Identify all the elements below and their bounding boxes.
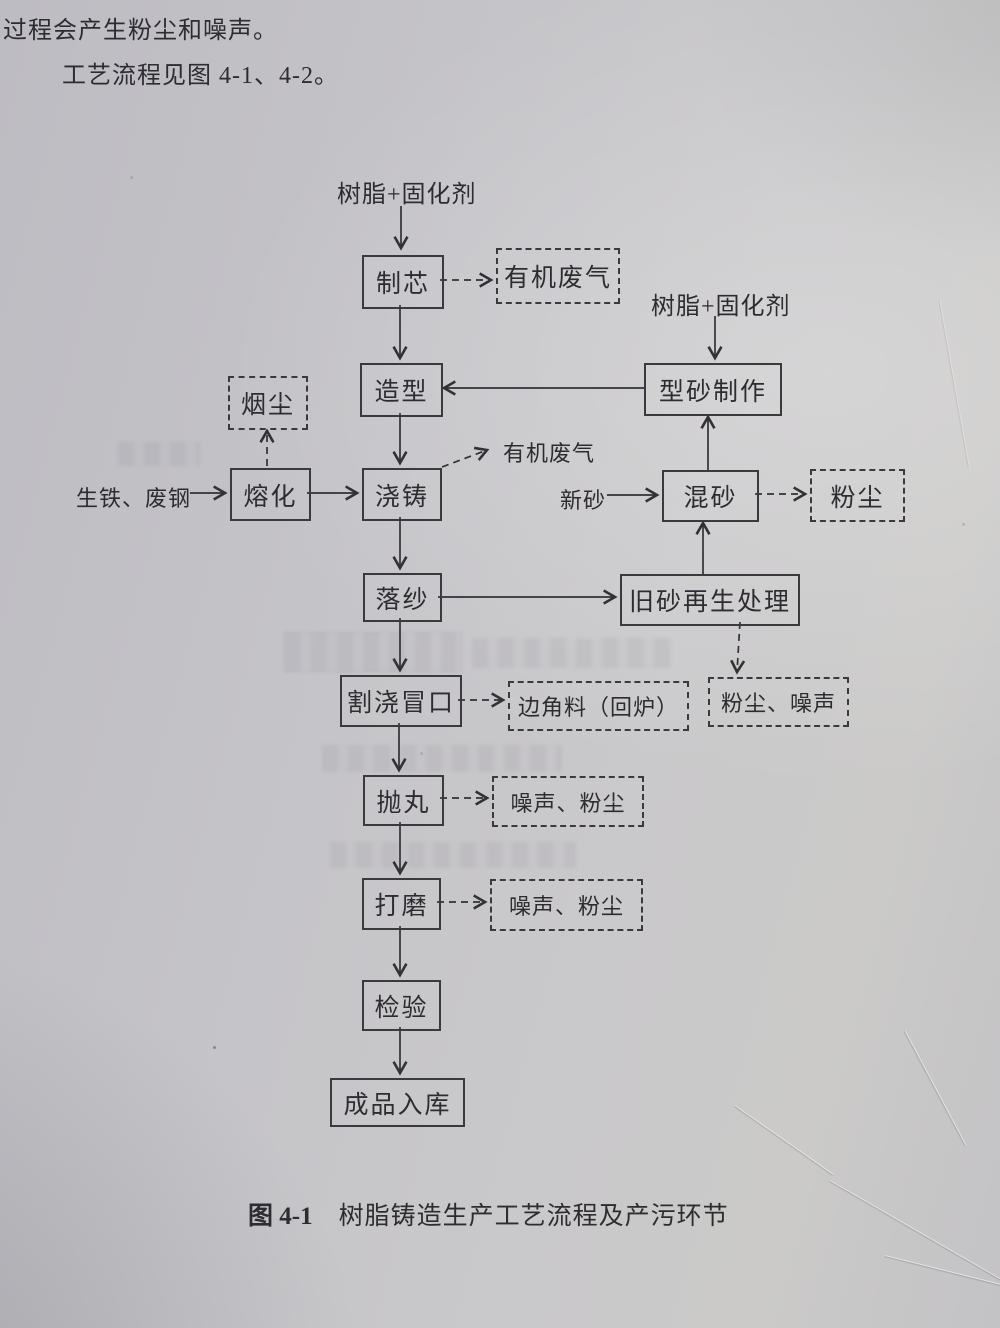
paper-speck xyxy=(962,523,965,526)
emission-noise-dust-shot: 噪声、粉尘 xyxy=(492,776,644,827)
label-new-sand: 新砂 xyxy=(559,488,606,513)
paragraph-line-2: 工艺流程见图 4-1、4-2。 xyxy=(62,63,339,89)
emission-dust-noise: 粉尘、噪声 xyxy=(708,677,849,727)
paper-crease xyxy=(884,1255,1000,1298)
figure-caption-title: 树脂铸造生产工艺流程及产污环节 xyxy=(338,1203,729,1230)
process-shakeout: 落纱 xyxy=(363,573,442,622)
page-bleed-through xyxy=(284,632,462,672)
process-gate-riser-cutting: 割浇冒口 xyxy=(340,675,462,727)
label-resin-hardener-top: 树脂+固化剂 xyxy=(337,182,477,208)
paper-speck xyxy=(213,1046,216,1049)
figure-caption-label: 图 4-1 xyxy=(248,1203,313,1230)
paragraph-line-1: 过程会产生粉尘和噪声。 xyxy=(3,18,278,44)
process-molding: 造型 xyxy=(360,363,443,417)
process-shot-blasting: 抛丸 xyxy=(363,775,444,826)
process-grinding: 打磨 xyxy=(362,878,441,930)
process-melting: 熔化 xyxy=(230,468,311,521)
process-old-sand-regeneration: 旧砂再生处理 xyxy=(620,574,800,626)
page-bleed-through xyxy=(322,745,562,772)
label-pig-iron-scrap-steel: 生铁、废钢 xyxy=(76,486,192,511)
paper-crease xyxy=(829,1180,1000,1321)
label-resin-hardener-right: 树脂+固化剂 xyxy=(651,294,791,320)
process-pouring: 浇铸 xyxy=(362,468,442,521)
emission-smoke-dust: 烟尘 xyxy=(228,376,308,430)
paper-crease xyxy=(904,1030,967,1146)
process-core-making: 制芯 xyxy=(362,255,444,309)
emission-organic-waste-gas: 有机废气 xyxy=(496,248,620,304)
label-organic-waste-gas: 有机废气 xyxy=(502,441,595,466)
page-bleed-through xyxy=(330,842,576,868)
paper-crease xyxy=(939,300,971,469)
page-bleed-through xyxy=(118,442,200,466)
paper-speck xyxy=(420,752,423,755)
paper-crease xyxy=(734,1105,834,1175)
paper-speck xyxy=(130,176,133,179)
emission-noise-dust-grind: 噪声、粉尘 xyxy=(490,879,643,931)
page-bleed-through xyxy=(472,638,672,668)
emission-dust: 粉尘 xyxy=(810,469,905,522)
process-sand-mold-making: 型砂制作 xyxy=(644,363,782,416)
process-finished-storage: 成品入库 xyxy=(330,1078,465,1127)
figure-caption: 图 4-1 树脂铸造生产工艺流程及产污环节 xyxy=(248,1196,729,1232)
process-inspection: 检验 xyxy=(362,980,441,1031)
process-sand-mixing: 混砂 xyxy=(662,470,759,522)
emission-scrap-return: 边角料（回炉） xyxy=(508,681,689,731)
